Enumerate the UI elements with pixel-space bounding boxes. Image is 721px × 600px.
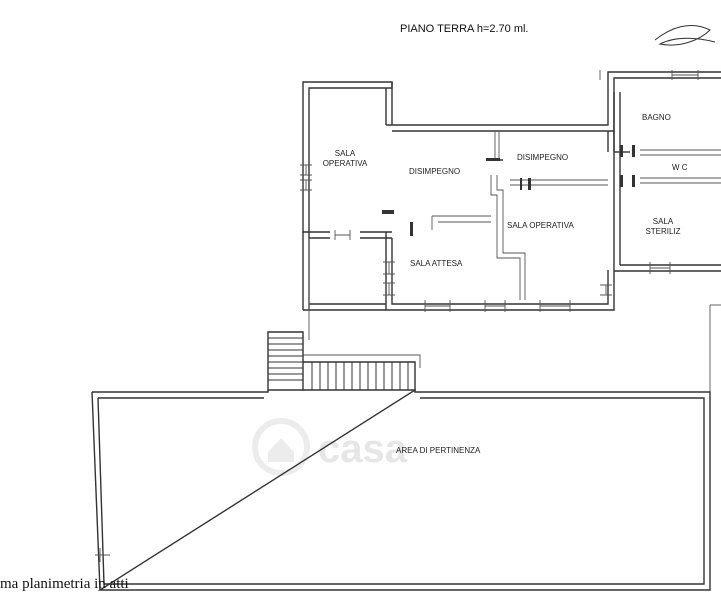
room-label-sala-operativa-1-line2: OPERATIVA: [323, 159, 368, 168]
room-label-sala-steriliz-line2: STERILIZ: [645, 227, 680, 236]
plan-title: PIANO TERRA h=2.70 ml.: [400, 23, 529, 35]
watermark-text: casa: [318, 427, 408, 471]
room-label-sala-operativa-1-line1: SALA: [335, 149, 356, 158]
room-label-wc: W C: [672, 163, 688, 172]
room-label-area-pertinenza: AREA DI PERTINENZA: [396, 446, 481, 455]
watermark: casa: [252, 418, 408, 476]
north-arrow-icon: [654, 25, 716, 46]
room-label-sala-steriliz-line1: SALA: [653, 217, 674, 226]
room-label-bagno: BAGNO: [642, 113, 671, 122]
room-label-sala-operativa-2: SALA OPERATIVA: [507, 221, 575, 230]
courtyard-boundary: [91, 388, 711, 591]
room-label-sala-attesa: SALA ATTESA: [410, 259, 463, 268]
building-walls: [302, 71, 721, 590]
room-label-disimpegno-1: DISIMPEGNO: [409, 167, 460, 176]
windows: [300, 70, 699, 312]
staircase: [267, 331, 421, 391]
plan-caption: ma planimetria in atti: [0, 576, 129, 592]
room-label-disimpegno-2: DISIMPEGNO: [517, 153, 568, 162]
doors: [382, 145, 635, 236]
